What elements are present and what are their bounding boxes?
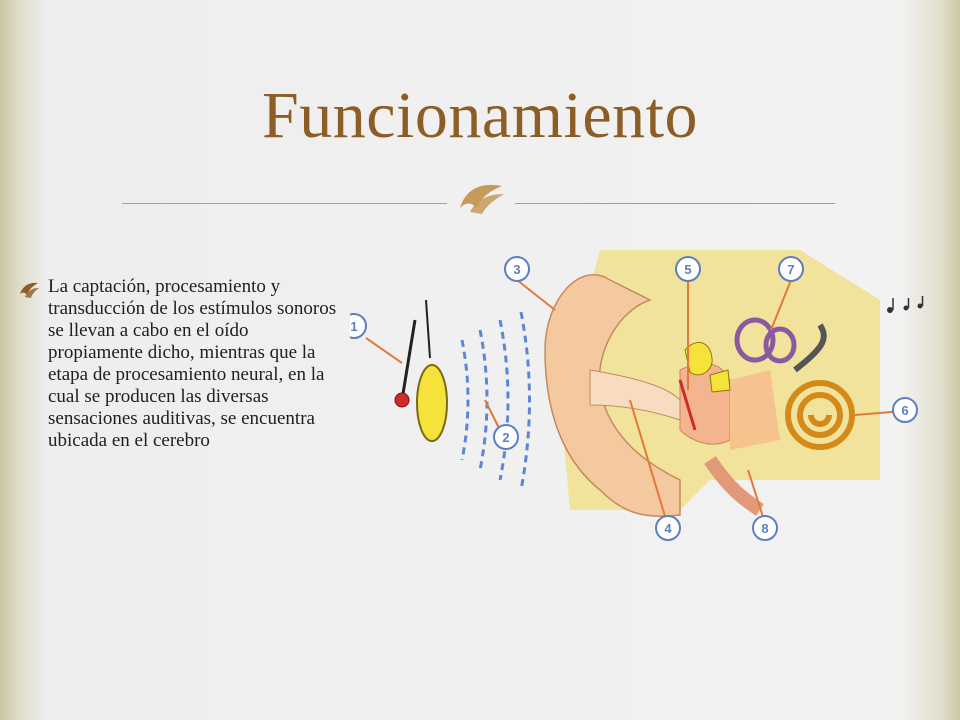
ear-cross-section xyxy=(544,250,880,517)
svg-text:8: 8 xyxy=(761,521,768,536)
callout-8: 8 xyxy=(752,515,778,541)
title-rule-left xyxy=(122,203,447,204)
sound-waves xyxy=(460,311,531,491)
title-rule-right xyxy=(515,203,835,204)
svg-text:3: 3 xyxy=(513,262,520,277)
svg-text:2: 2 xyxy=(502,430,509,445)
callout-1: 1 xyxy=(350,313,367,339)
ear-anatomy-diagram: 1 2 3 4 5 6 7 xyxy=(350,250,924,541)
fleuron-bullet-icon xyxy=(20,282,39,298)
svg-text:6: 6 xyxy=(901,403,908,418)
callout-4: 4 xyxy=(655,515,681,541)
svg-text:7: 7 xyxy=(787,262,794,277)
slide-body: La captación, procesamiento y transducci… xyxy=(18,276,338,452)
fleuron-icon xyxy=(460,184,504,214)
sound-source-pendulum xyxy=(394,299,448,442)
diagram-callouts: 1 2 3 4 5 6 7 xyxy=(350,256,918,541)
body-paragraph: La captación, procesamiento y transducci… xyxy=(48,276,337,451)
callout-2: 2 xyxy=(493,424,519,450)
svg-text:4: 4 xyxy=(664,521,672,536)
svg-text:5: 5 xyxy=(684,262,691,277)
callout-3: 3 xyxy=(504,256,530,282)
callout-5: 5 xyxy=(675,256,701,282)
slide-title: Funcionamiento xyxy=(262,79,698,152)
callout-7: 7 xyxy=(778,256,804,282)
svg-text:1: 1 xyxy=(350,319,357,334)
callout-6: 6 xyxy=(892,397,918,423)
music-notes-decoration xyxy=(887,296,924,313)
